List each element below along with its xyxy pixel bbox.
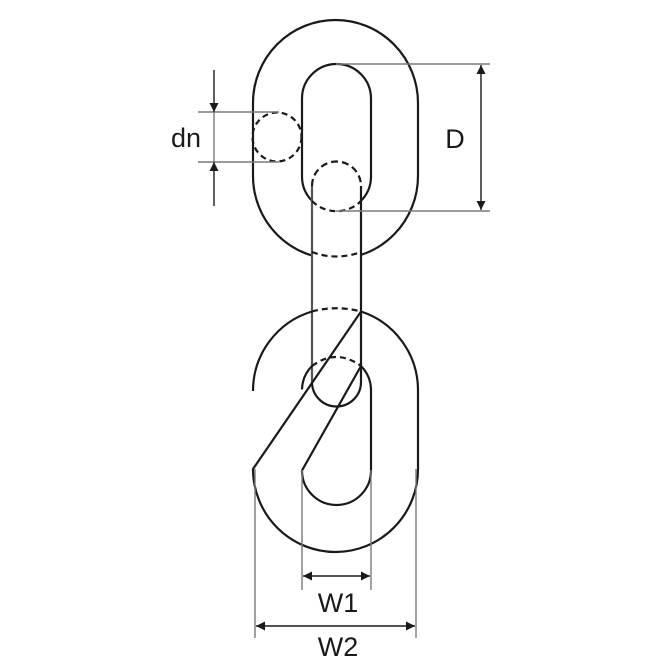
dimension-W2 <box>254 469 417 638</box>
label-W1: W1 <box>318 588 359 618</box>
bottom-link-inner-slot <box>300 364 373 507</box>
dimension-D <box>336 63 490 212</box>
label-W2: W2 <box>318 632 359 662</box>
dimension-W1 <box>301 470 372 590</box>
label-D: D <box>445 124 465 154</box>
dimension-dn <box>198 70 279 206</box>
label-dn: dn <box>171 123 201 153</box>
middle-link <box>310 160 363 408</box>
bottom-link <box>251 307 420 554</box>
bottom-link-outer-outline <box>251 310 420 554</box>
wire-section-circle <box>251 111 303 163</box>
top-link-outer-outline <box>251 18 420 261</box>
